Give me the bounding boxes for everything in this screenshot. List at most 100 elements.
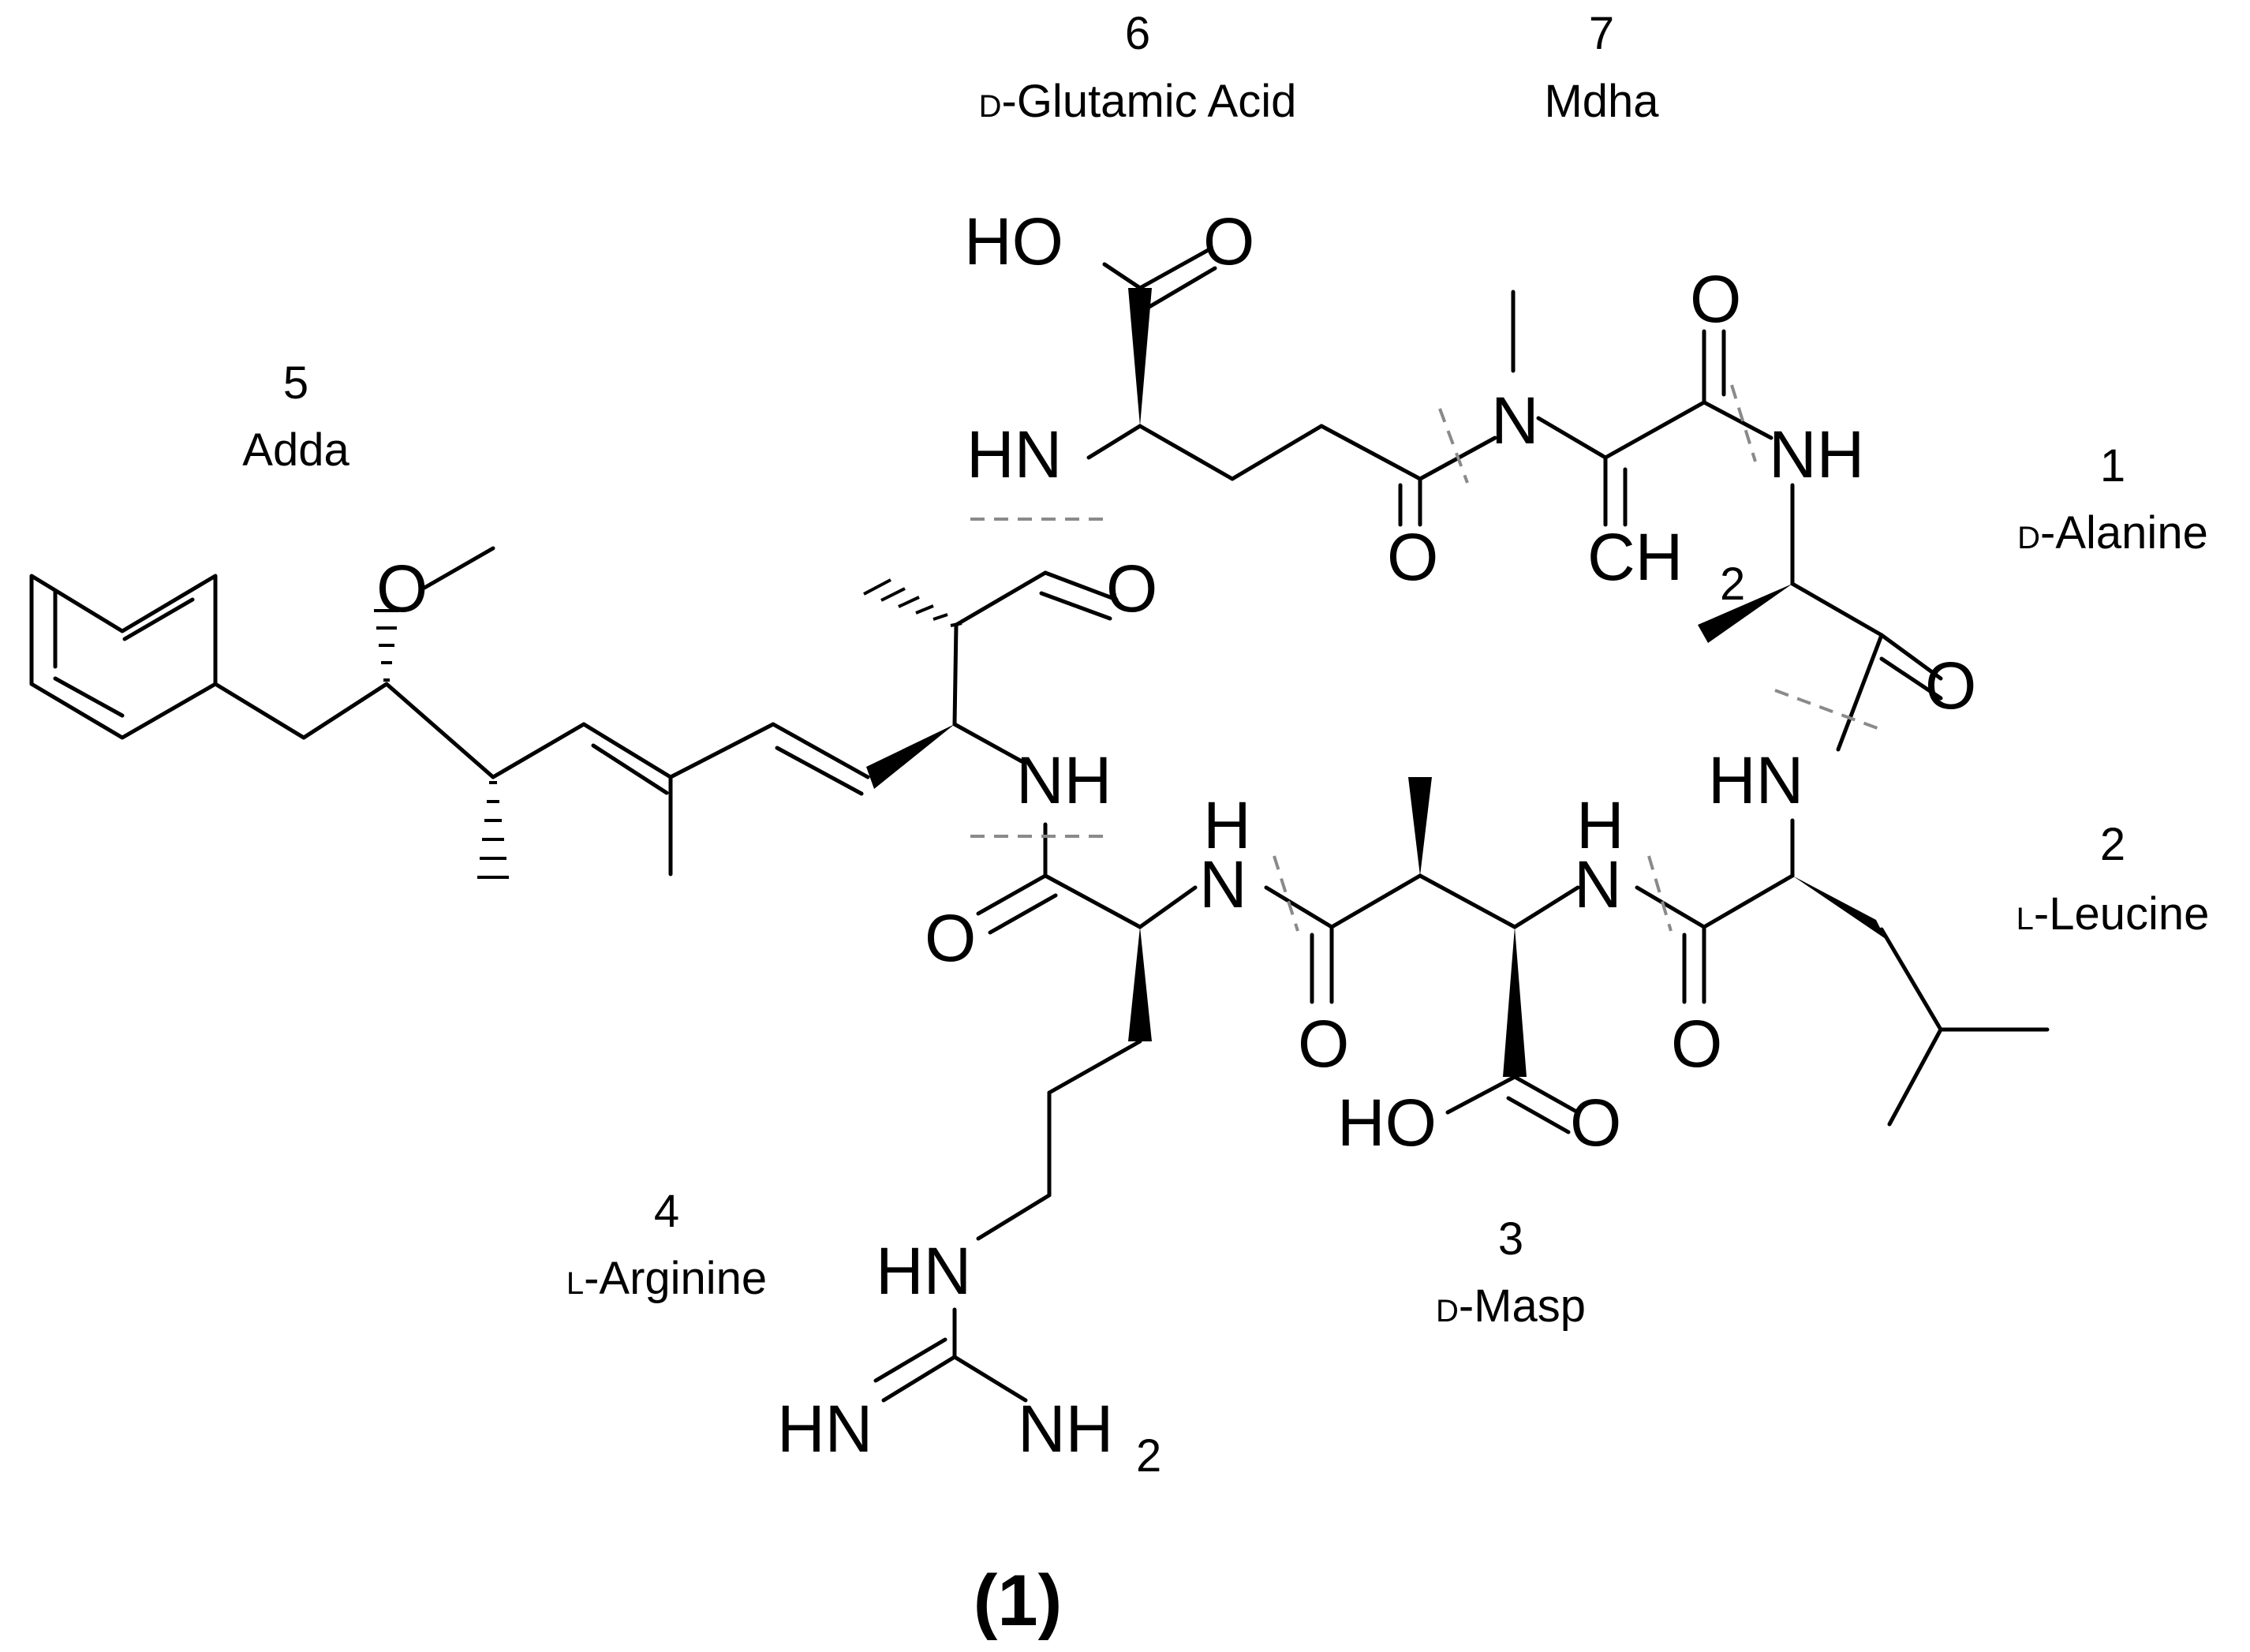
atom-mdha-n: N	[1491, 383, 1539, 458]
adda-double-2b	[775, 746, 864, 796]
residue-7-number: 7	[1589, 8, 1614, 59]
methoxy-o-me	[422, 546, 495, 590]
glu-cg-cd	[1319, 424, 1422, 481]
residue-5-number: 5	[283, 357, 308, 409]
leu-cg-me2	[1887, 1027, 1943, 1127]
atom-arg-o: O	[925, 901, 976, 975]
arg-side-wedge	[1128, 927, 1152, 1041]
masp-n-calpha	[1512, 885, 1580, 929]
masp-cooh-oh	[1445, 1075, 1517, 1115]
glu-cooh-o-a	[1138, 246, 1213, 290]
residue-1-number: 1	[2100, 440, 2125, 491]
mdha-co-nh	[1702, 400, 1773, 440]
residue-label-6: 6 D-Glutamic Acid	[979, 8, 1297, 127]
residue-label-4: 4 L-Arginine	[566, 1186, 767, 1304]
arg-nh-calpha	[1138, 885, 1198, 929]
masp-methyl-wedge	[1408, 777, 1432, 876]
residue-label-1: 1 D-Alanine	[2017, 440, 2208, 559]
atom-methoxy-o: O	[376, 551, 428, 626]
atom-leu-o: O	[1671, 1007, 1722, 1081]
peptide-cleavage-marks	[970, 384, 1882, 932]
leu-cb-cg	[1879, 927, 1943, 1032]
atom-mdha-ch: CH	[1587, 520, 1683, 594]
ala-co-o-a	[1879, 633, 1943, 681]
glu-cooh-o-b	[1146, 266, 1217, 310]
adda-c3	[952, 622, 959, 727]
adda-chain-4	[581, 722, 673, 779]
cut-glu-mdha	[1438, 408, 1469, 484]
arg-co-o-b	[988, 893, 1058, 935]
wedge-bonds	[866, 288, 1886, 1077]
guan-c-nh-b	[873, 1337, 947, 1383]
adda-c1-o-b	[1039, 591, 1112, 621]
residue-2-name: L-Leucine	[2016, 888, 2210, 940]
glu-cb-cg	[1230, 424, 1324, 481]
adda-c4-wedge	[866, 724, 955, 789]
atom-glu-ho: HO	[964, 204, 1063, 278]
residue-label-5: 5 Adda	[242, 357, 349, 476]
atom-guan-hn: HN	[876, 1234, 971, 1308]
benzene-double-1	[122, 597, 195, 641]
atom-arg-n: N	[1199, 847, 1247, 921]
arg-co-o-a	[976, 873, 1048, 916]
adda-c3-n	[952, 722, 1024, 764]
residue-labels: 6 D-Glutamic Acid 7 Mdha 5 Adda 1 D-Alan…	[242, 8, 2209, 1332]
residue-6-number: 6	[1125, 8, 1150, 59]
residue-5-name: Adda	[242, 424, 349, 476]
atom-adda-nh: NH	[1016, 743, 1112, 817]
masp-calpha-cb	[1418, 873, 1517, 929]
leu-co-nh	[1635, 885, 1706, 929]
guan-c-nh-a	[881, 1355, 957, 1403]
residue-3-name: D-Masp	[1436, 1280, 1586, 1332]
arg-chain-1	[1047, 1039, 1142, 1095]
atom-glu-cd-o: O	[1387, 520, 1438, 594]
ala-co-n	[1836, 633, 1884, 752]
atom-masp-co-o: O	[1298, 1007, 1349, 1081]
residue-label-3: 3 D-Masp	[1436, 1213, 1586, 1332]
compound-label: (1)	[974, 1560, 1062, 1641]
residue-7-name: Mdha	[1544, 76, 1659, 127]
leu-calpha-co	[1702, 873, 1795, 929]
masp-cooh-o-b	[1506, 1096, 1571, 1134]
glu-cooh-wedge	[1128, 288, 1152, 426]
masp-cb-co	[1329, 873, 1422, 929]
masp-cooh-wedge	[1503, 927, 1527, 1077]
adda-c8-methyl-hash	[477, 781, 509, 879]
bond-lines	[29, 246, 2050, 1403]
atom-guan-nh2-sub: 2	[1136, 1430, 1161, 1482]
adda-double-1b	[591, 743, 669, 795]
guan-c-nh2	[952, 1355, 1028, 1403]
adda-c2-methyl-hash	[863, 578, 962, 627]
cut-ala-leu	[1774, 689, 1882, 731]
atom-masp-n: N	[1574, 847, 1622, 921]
residue-label-2: 2 L-Leucine	[2016, 819, 2210, 940]
masp-cooh-o-a	[1512, 1075, 1580, 1115]
residue-3-number: 3	[1498, 1213, 1523, 1265]
benzene-double-2	[53, 676, 125, 718]
atom-guan-hn2: HN	[777, 1392, 873, 1466]
adda-chain-6	[771, 722, 870, 779]
glu-calpha-cb	[1138, 424, 1235, 481]
adda-chain-3	[491, 722, 586, 779]
glu-cooh-oh	[1102, 262, 1142, 290]
atom-guan-nh2: NH	[1018, 1392, 1113, 1466]
atom-masp-ho: HO	[1337, 1086, 1437, 1160]
adda-benzyl-bond	[213, 682, 306, 740]
atom-labels: HO O HN O O NH O N CH 2 O NH O HN O H N …	[376, 204, 1976, 1482]
ala-calpha-co	[1790, 581, 1884, 637]
atom-ala-nh: NH	[1769, 417, 1864, 491]
adda-c1-o-a	[1043, 570, 1119, 602]
residue-4-number: 4	[654, 1186, 679, 1237]
atom-adda-o: O	[1106, 551, 1157, 626]
mdha-c-co	[1603, 400, 1706, 460]
atom-masp-o: O	[1570, 1086, 1621, 1160]
atom-glu-o: O	[1203, 204, 1254, 278]
adda-c2-c1	[954, 570, 1048, 627]
cut-masp-arg	[1273, 855, 1299, 932]
residue-6-name: D-Glutamic Acid	[979, 76, 1297, 127]
adda-chain-2	[384, 682, 495, 779]
masp-co-nh	[1264, 885, 1334, 929]
residue-2-number: 2	[2100, 819, 2125, 870]
arg-chain-3	[976, 1193, 1052, 1241]
